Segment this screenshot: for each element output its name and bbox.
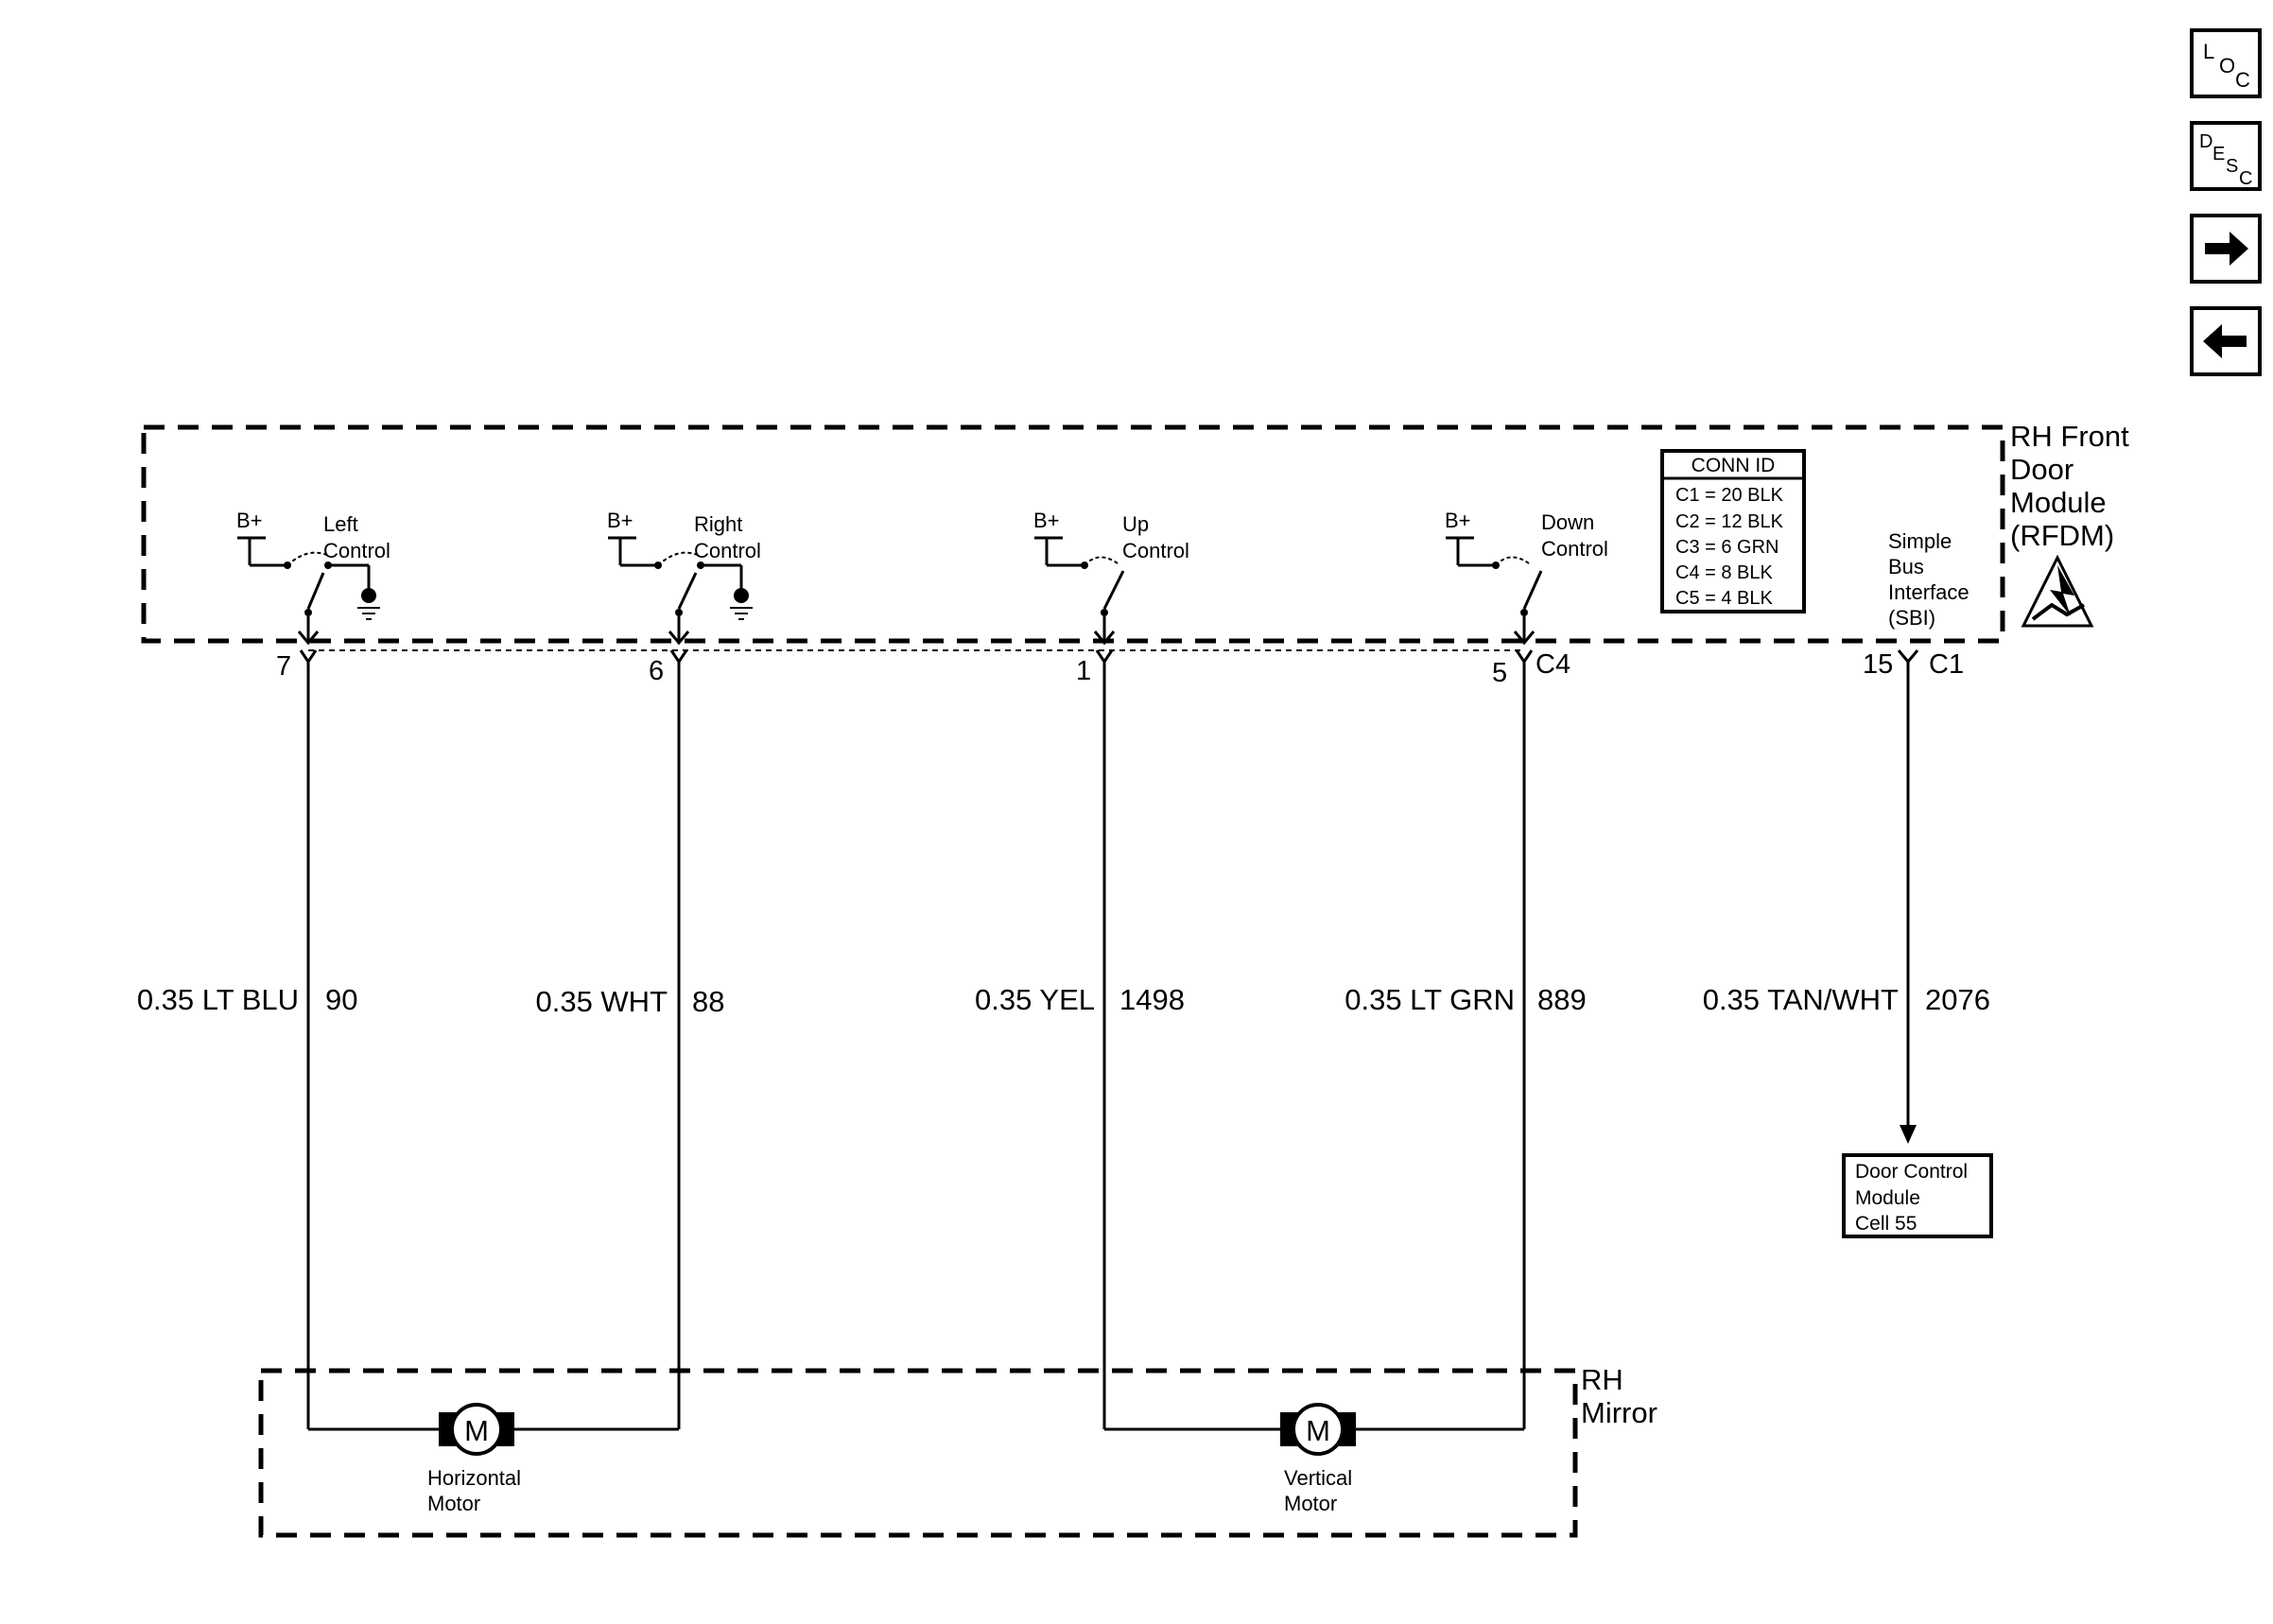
sbi-label-line: (SBI) <box>1888 606 1935 630</box>
wire-color-label: 0.35 LT GRN <box>1345 983 1515 1016</box>
switch-left-control: B+ Left Control <box>236 509 390 646</box>
arrow-right-icon <box>2205 232 2248 266</box>
arrow-down-icon <box>1900 1125 1917 1144</box>
connector-terminal <box>669 649 688 665</box>
module-name-line: Module <box>2010 486 2107 519</box>
wire-circuit-label: 1498 <box>1119 983 1185 1016</box>
b-plus-label: B+ <box>1033 509 1060 532</box>
desc-button[interactable]: D E S C <box>2190 121 2262 191</box>
loc-button[interactable]: L O C <box>2190 28 2262 98</box>
switch-label-line: Up <box>1122 512 1149 536</box>
previous-button[interactable] <box>2190 306 2262 376</box>
mirror-name-line: RH <box>1581 1363 1623 1396</box>
connector-terminal <box>1095 649 1114 665</box>
wire-color-label: 0.35 LT BLU <box>137 983 299 1016</box>
wire-color-label: 0.35 YEL <box>975 983 1095 1016</box>
next-button[interactable] <box>2190 214 2262 284</box>
switch-label-line: Down <box>1541 510 1594 534</box>
sbi-label-line: Bus <box>1888 555 1924 579</box>
conn-id-row: C5 = 4 BLK <box>1675 588 1774 609</box>
connector-terminal <box>1515 649 1534 665</box>
wire-color-label: 0.35 WHT <box>535 985 668 1018</box>
motor-icon: M <box>464 1414 489 1447</box>
sbi-label-line: Simple <box>1888 529 1952 553</box>
desc-letter: D <box>2199 131 2212 152</box>
b-plus-label: B+ <box>1445 509 1471 532</box>
ground-icon <box>361 588 376 603</box>
pin-number: 6 <box>649 656 664 686</box>
rfdm-module: RH Front Door Module (RFDM) <box>141 420 2129 644</box>
ground-icon <box>734 588 749 603</box>
connector-id: C1 <box>1929 649 1964 680</box>
module-name-line: Door <box>2010 453 2073 486</box>
mirror-name-line: Mirror <box>1581 1396 1657 1429</box>
wire-color-label: 0.35 TAN/WHT <box>1703 983 1899 1016</box>
wire-circuit-label: 889 <box>1537 983 1587 1016</box>
loc-letter: C <box>2235 68 2250 92</box>
motor-label-line: Motor <box>427 1492 480 1515</box>
switch-down-control: B+ Down Control <box>1445 509 1608 646</box>
dcm-label-line: Cell 55 <box>1855 1213 1917 1235</box>
pin-number: 5 <box>1492 658 1507 688</box>
conn-id-row: C3 = 6 GRN <box>1675 537 1778 558</box>
wire-circuit-label: 88 <box>692 985 724 1018</box>
b-plus-label: B+ <box>607 509 633 532</box>
loc-letter: L <box>2203 40 2214 63</box>
module-name-line: (RFDM) <box>2010 519 2114 552</box>
switch-label-line: Control <box>1122 539 1189 562</box>
wire-circuit-label: 2076 <box>1925 983 1990 1016</box>
switch-up-control: B+ Up Control <box>1033 509 1189 646</box>
door-control-module-link[interactable]: Door Control Module Cell 55 <box>1842 1153 1993 1238</box>
horizontal-motor: M Horizontal Motor <box>308 1403 679 1515</box>
connector-terminal <box>299 649 318 665</box>
esd-warning-icon <box>2021 554 2094 628</box>
pin-number: 1 <box>1076 656 1091 686</box>
desc-letter: E <box>2212 144 2225 164</box>
sbi-label-line: Interface <box>1888 580 1969 604</box>
switch-label-line: Control <box>323 539 390 562</box>
motor-label-line: Horizontal <box>427 1466 521 1490</box>
pin-number: 15 <box>1863 649 1893 680</box>
module-name-line: RH Front <box>2010 420 2129 453</box>
conn-id-title: CONN ID <box>1692 455 1776 476</box>
conn-id-row: C1 = 20 BLK <box>1675 485 1784 506</box>
switch-right-control: B+ Right Control <box>607 509 761 646</box>
sbi-interface: Simple Bus Interface (SBI) <box>1888 529 1969 630</box>
switch-label-line: Control <box>1541 537 1608 561</box>
switch-label-line: Control <box>694 539 761 562</box>
motor-icon: M <box>1306 1414 1330 1447</box>
desc-letter: C <box>2239 168 2252 189</box>
conn-id-row: C2 = 12 BLK <box>1675 511 1784 532</box>
connector-terminal <box>1897 649 1919 665</box>
loc-letter: O <box>2219 54 2235 78</box>
dcm-label-line: Module <box>1855 1187 1920 1209</box>
wire-circuit-label: 90 <box>325 983 357 1016</box>
rh-mirror: RH Mirror <box>258 1363 1657 1538</box>
pin-number: 7 <box>276 651 291 682</box>
motor-label-line: Vertical <box>1284 1466 1352 1490</box>
conn-id-row: C4 = 8 BLK <box>1675 562 1774 583</box>
desc-letter: S <box>2226 156 2238 177</box>
arrow-left-icon <box>2203 324 2247 358</box>
conn-id-table: CONN ID C1 = 20 BLK C2 = 12 BLK C3 = 6 G… <box>1660 449 1806 613</box>
switch-label-line: Left <box>323 512 358 536</box>
connector-id: C4 <box>1536 649 1570 680</box>
b-plus-label: B+ <box>236 509 263 532</box>
vertical-motor: M Vertical Motor <box>1104 1403 1524 1515</box>
motor-label-line: Motor <box>1284 1492 1337 1515</box>
dcm-label-line: Door Control <box>1855 1161 1968 1183</box>
wire-tan-white <box>1900 662 1917 1144</box>
switch-label-line: Right <box>694 512 742 536</box>
